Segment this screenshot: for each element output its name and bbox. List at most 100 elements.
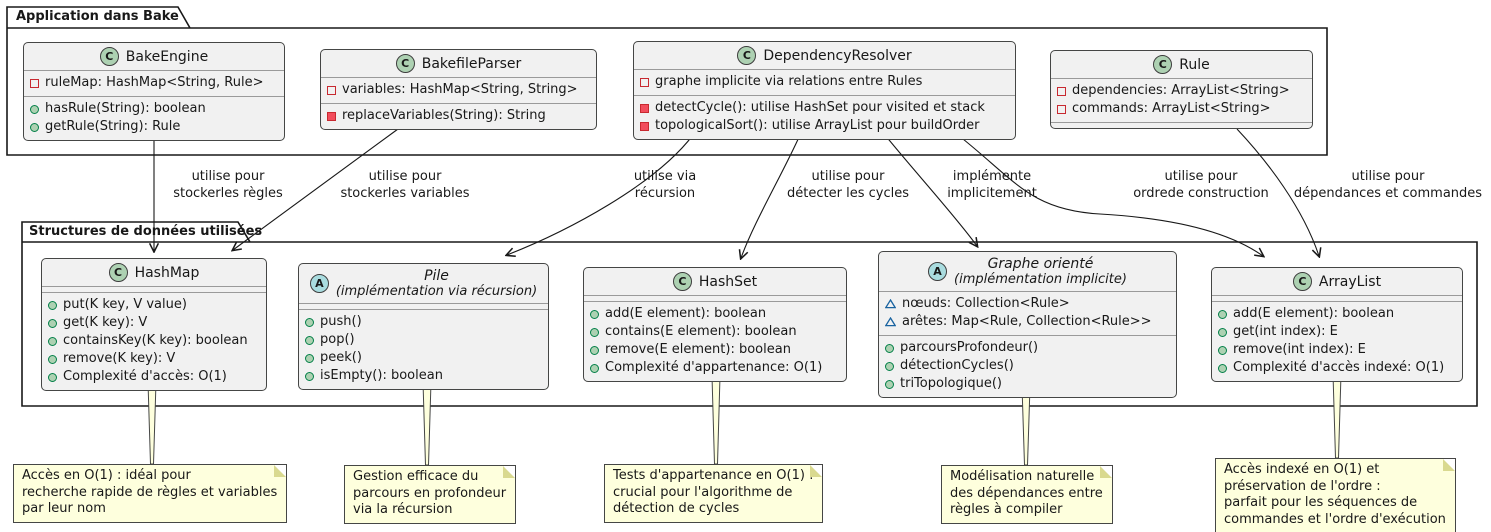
edge-dependencyresolver-graphe (884, 134, 977, 246)
note-line: des dépendances entre (950, 485, 1103, 501)
class-title-bake-engine: BakeEngine (126, 49, 208, 65)
member-text: isEmpty(): boolean (320, 368, 443, 383)
public-method-icon (48, 372, 57, 382)
note-line: Accès indexé en O(1) et (1224, 462, 1380, 477)
public-method-icon (1218, 327, 1227, 337)
class-header-rule: C Rule (1051, 51, 1312, 78)
public-method-icon (48, 318, 57, 328)
hashmap-fields-compartment (42, 286, 266, 292)
public-method-icon (305, 317, 314, 327)
hashset-methods-compartment: add(E element): boolean contains(E elemen… (584, 301, 846, 381)
member-text: getRule(String): Rule (45, 119, 181, 134)
member-text: remove(K key): V (63, 351, 176, 366)
class-title-line: Pile (424, 268, 449, 284)
member-text: add(E element): boolean (605, 306, 767, 321)
public-method-icon (30, 104, 39, 114)
member-text: detectCycle(): utilise HashSet pour visi… (655, 100, 985, 115)
class-title-line: HashSet (698, 273, 758, 290)
class-icon: C (1292, 272, 1312, 291)
member-text: put(K key, V value) (63, 297, 187, 312)
note-line: Tests d'appartenance en O(1) : (613, 468, 814, 483)
class-title-line: Rule (1179, 56, 1210, 73)
note-fold-corner-icon (274, 465, 287, 477)
note-line: parfait pour les séquences de (1224, 495, 1418, 510)
note-line: parcours en profondeur (353, 485, 507, 501)
rule-fields-compartment: dependencies: ArrayList<String>commands:… (1051, 78, 1312, 122)
edge-label-line: utilise via (633, 169, 697, 184)
member-text: contains(E element): boolean (605, 324, 797, 339)
class-title-line: HashMap (134, 264, 200, 281)
package-field-icon (885, 317, 896, 327)
class-title-hashmap: HashMap (135, 265, 200, 281)
note-line: par leur nom (22, 501, 106, 516)
class-title-rule: Rule (1179, 57, 1209, 73)
package-outline-structures (21, 221, 1478, 407)
hashset-fields-compartment (584, 295, 846, 301)
public-method-icon (1218, 363, 1227, 373)
edge-dependencyresolver-arraylist (957, 134, 1263, 256)
member-row: ruleMap: HashMap<String, Rule> (24, 74, 284, 92)
bakefile-parser-fields-compartment: variables: HashMap<String, String> (321, 77, 596, 103)
class-icon: C (108, 263, 128, 282)
package-title-structures: Structures de données utilisées (29, 224, 263, 239)
class-title-hashset: HashSet (699, 274, 757, 290)
graphe-oriente-methods-compartment: parcoursProfondeur()détectionCycles()tri… (879, 335, 1176, 397)
public-method-icon (1218, 309, 1227, 319)
note-line: Gestion efficace du (353, 469, 479, 484)
public-method-icon (30, 122, 39, 132)
private-method-icon (640, 121, 649, 131)
public-method-icon (885, 361, 894, 371)
member-text: pop() (320, 332, 355, 347)
note-line: recherche rapide de règles et variables (22, 484, 278, 500)
class-icon: C (737, 46, 757, 65)
public-method-icon (48, 300, 57, 310)
member-text: Complexité d'accès indexé: O(1) (1233, 360, 1445, 375)
note-fold-corner-icon (1442, 459, 1455, 471)
class-header-hashmap: C HashMap (42, 259, 266, 286)
edge-label-line: utilise pour (368, 169, 442, 184)
member-text: replaceVariables(String): String (342, 108, 546, 123)
class-header-graphe-oriente: A Graphe orienté(implémentation implicite… (879, 252, 1176, 291)
member-row: détectionCycles() (879, 357, 1176, 375)
rule-methods-compartment (1051, 122, 1312, 128)
class-title-line: Graphe orienté (987, 256, 1094, 272)
private-field-icon (1057, 104, 1066, 114)
member-row: topologicalSort(): utilise ArrayList pou… (634, 117, 1015, 135)
member-text: Complexité d'accès: O(1) (63, 369, 227, 384)
dependency-resolver-fields-compartment: graphe implicite via relations entre Rul… (634, 69, 1015, 95)
member-row: getRule(String): Rule (24, 118, 284, 136)
edge-label-line: utilise pour (811, 169, 885, 184)
public-method-icon (48, 354, 57, 364)
class-title-graphe-oriente: Graphe orienté(implémentation implicite) (954, 256, 1127, 287)
member-text: topologicalSort(): utilise ArrayList pou… (655, 118, 980, 133)
edge-label-line: récursion (634, 186, 696, 201)
dependency-resolver-methods-compartment: detectCycle(): utilise HashSet pour visi… (634, 95, 1015, 139)
member-row: isEmpty(): boolean (299, 367, 548, 385)
public-method-icon (305, 335, 314, 345)
public-method-icon (885, 343, 894, 353)
note-line: Modélisation naturelle (950, 469, 1095, 484)
member-text: get(int index): E (1233, 324, 1338, 339)
public-method-icon (590, 363, 599, 373)
edge-dependencyresolver-pile (507, 134, 694, 255)
member-text: détectionCycles() (900, 358, 1014, 373)
member-row: add(E element): boolean (1212, 305, 1462, 323)
abstract-class-icon: A (928, 262, 948, 281)
abstract-class-icon: A (309, 274, 329, 293)
member-text: parcoursProfondeur() (900, 340, 1039, 355)
edge-bakefileparser-hashmap (233, 128, 399, 250)
member-row: Complexité d'appartenance: O(1) (584, 359, 846, 377)
note-line: commandes et l'ordre d'exécution (1224, 511, 1446, 527)
class-icon: C (1153, 55, 1173, 74)
bakefile-parser-methods-compartment: replaceVariables(String): String (321, 103, 596, 129)
note-connector-pile (422, 381, 432, 466)
